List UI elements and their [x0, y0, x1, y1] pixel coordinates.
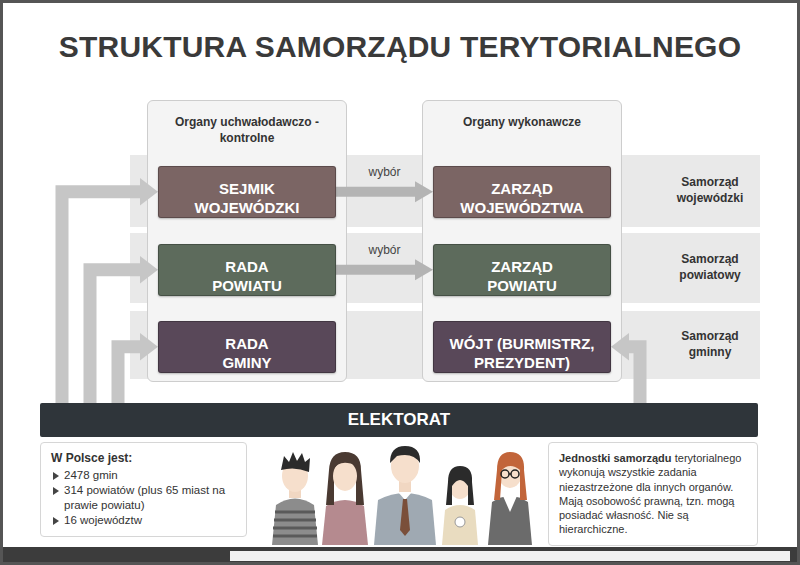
arrow-head: [611, 333, 629, 360]
organ-label: ZARZĄD POWIATU: [477, 258, 567, 296]
column-heading: Organy uchwałodawczo -kontrolne: [172, 115, 322, 146]
connector: [62, 178, 158, 403]
info-heading: W Polsce jest:: [51, 451, 236, 465]
connector: [336, 259, 433, 280]
arrow-head: [415, 181, 433, 202]
organ-label: ZARZĄD WOJEWÓDZTWA: [452, 180, 592, 218]
organ-box: WÓJT (BURMISTRZ, PREZYDENT): [433, 321, 611, 373]
bold-lead: Jednostki samorządu: [559, 452, 671, 464]
arrow-head: [140, 256, 158, 283]
arrow-head: [415, 259, 433, 280]
info-text: Jednostki samorząduterytorialnego wykonu…: [559, 451, 747, 537]
edge-label: wybór: [368, 165, 400, 179]
info-box: Jednostki samorząduterytorialnego wykonu…: [548, 442, 758, 546]
list-item: 314 powiatów (plus 65 miast na prawie po…: [51, 483, 236, 513]
arrow-shaft: [336, 187, 416, 197]
arrow-shaft: [628, 347, 640, 403]
organ-box: ZARZĄD POWIATU: [433, 244, 611, 296]
connector: [90, 256, 158, 403]
people-illustration: [272, 446, 532, 545]
info-box: W Polsce jest: 2478 gmin314 powiatów (plu…: [40, 442, 247, 537]
organ-label: RADA POWIATU: [202, 258, 292, 296]
arrow-shaft: [336, 265, 416, 275]
organ-box: SEJMIK WOJEWÓDZKI: [158, 166, 336, 218]
list-item: 2478 gmin: [51, 468, 236, 483]
arrow-shaft: [90, 270, 141, 403]
electorate-bar: ELEKTORAT: [40, 403, 758, 437]
organ-label: ELEKTORAT: [348, 410, 450, 430]
connector: [336, 181, 433, 202]
arrow-shaft: [62, 192, 141, 403]
column-panel: Organy uchwałodawczo -kontrolneSEJMIK WO…: [147, 100, 347, 382]
organ-label: WÓJT (BURMISTRZ, PREZYDENT): [447, 335, 597, 373]
organ-label: RADA GMINY: [207, 335, 287, 373]
list-item: 16 województw: [51, 513, 236, 528]
arrow-head: [140, 333, 158, 360]
info-body: terytorialnego wykonują wszystkie zadani…: [559, 452, 741, 535]
organ-box: ZARZĄD WOJEWÓDZTWA: [433, 166, 611, 218]
organ-box: RADA GMINY: [158, 321, 336, 373]
column-panel: Organy wykonawczeZARZĄD WOJEWÓDZTWA ZARZĄ…: [422, 100, 622, 382]
connector: [118, 333, 158, 403]
organ-box: RADA POWIATU: [158, 244, 336, 296]
arrow-head: [140, 178, 158, 205]
arrow-shaft: [118, 347, 141, 403]
connector: [611, 333, 640, 403]
footer-strip: [230, 551, 790, 561]
level-label: Samorząd gminny: [664, 329, 756, 360]
column-heading: Organy wykonawcze: [447, 115, 597, 131]
title: STRUKTURA SAMORZĄDU TERYTORIALNEGO: [40, 30, 760, 64]
organ-label: SEJMIK WOJEWÓDZKI: [192, 180, 302, 218]
level-label: Samorząd powiatowy: [664, 252, 756, 283]
level-label: Samorząd wojewódzki: [664, 175, 756, 206]
edge-label: wybór: [368, 243, 400, 257]
